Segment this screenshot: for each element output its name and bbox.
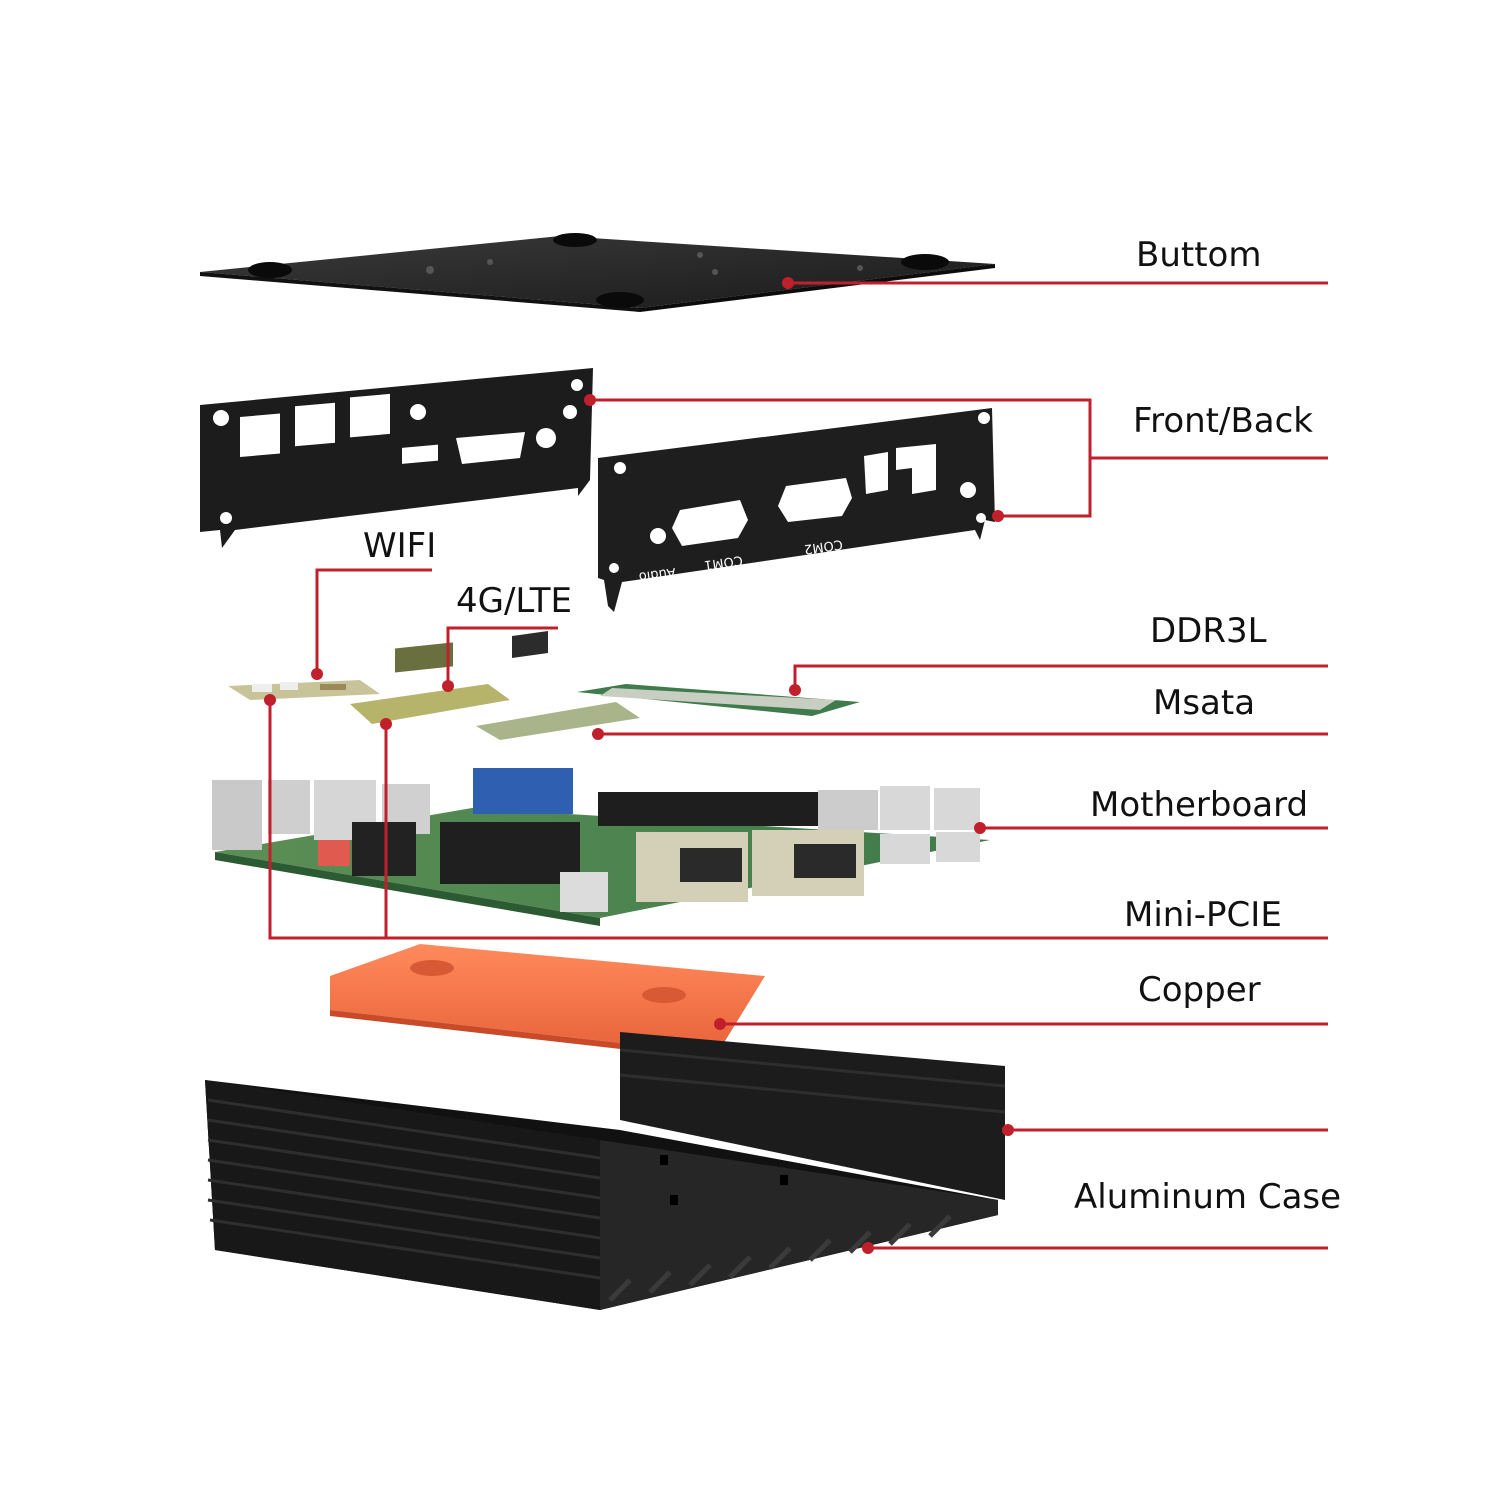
- lte-module: [350, 642, 510, 724]
- label-ddr3l: DDR3L: [1150, 611, 1267, 651]
- label-bottom: Buttom: [1136, 235, 1262, 275]
- label-copper: Copper: [1138, 970, 1261, 1010]
- leader-mini-pcie: [268, 700, 1328, 940]
- label-motherboard: Motherboard: [1090, 785, 1309, 825]
- wifi-module: [228, 680, 380, 700]
- back-panel: [598, 408, 995, 612]
- com2-port-label: COM2: [803, 536, 844, 556]
- panel-port-labels: Audio COM1 COM2: [638, 536, 844, 584]
- motherboard-art: [212, 768, 990, 926]
- msata-module: [476, 630, 640, 740]
- com1-port-label: COM1: [703, 552, 744, 572]
- leader-lte: [446, 626, 558, 686]
- bottom-plate: [200, 233, 995, 312]
- label-msata: Msata: [1153, 683, 1256, 723]
- front-panel: [200, 368, 593, 548]
- leader-wifi: [315, 568, 432, 674]
- label-aluminum-case: Aluminum Case: [1074, 1177, 1342, 1217]
- label-lte: 4G/LTE: [456, 581, 572, 621]
- leader-ddr3l: [793, 664, 1328, 690]
- aluminum-case: [205, 1032, 1006, 1310]
- audio-port-label: Audio: [638, 564, 677, 584]
- leader-dots: [264, 277, 1014, 1254]
- ddr3l-module: [577, 684, 860, 716]
- label-front-back: Front/Back: [1133, 401, 1313, 441]
- label-wifi: WIFI: [363, 526, 437, 566]
- label-mini-pcie: Mini-PCIE: [1124, 895, 1282, 935]
- leader-lines: [268, 281, 1328, 1250]
